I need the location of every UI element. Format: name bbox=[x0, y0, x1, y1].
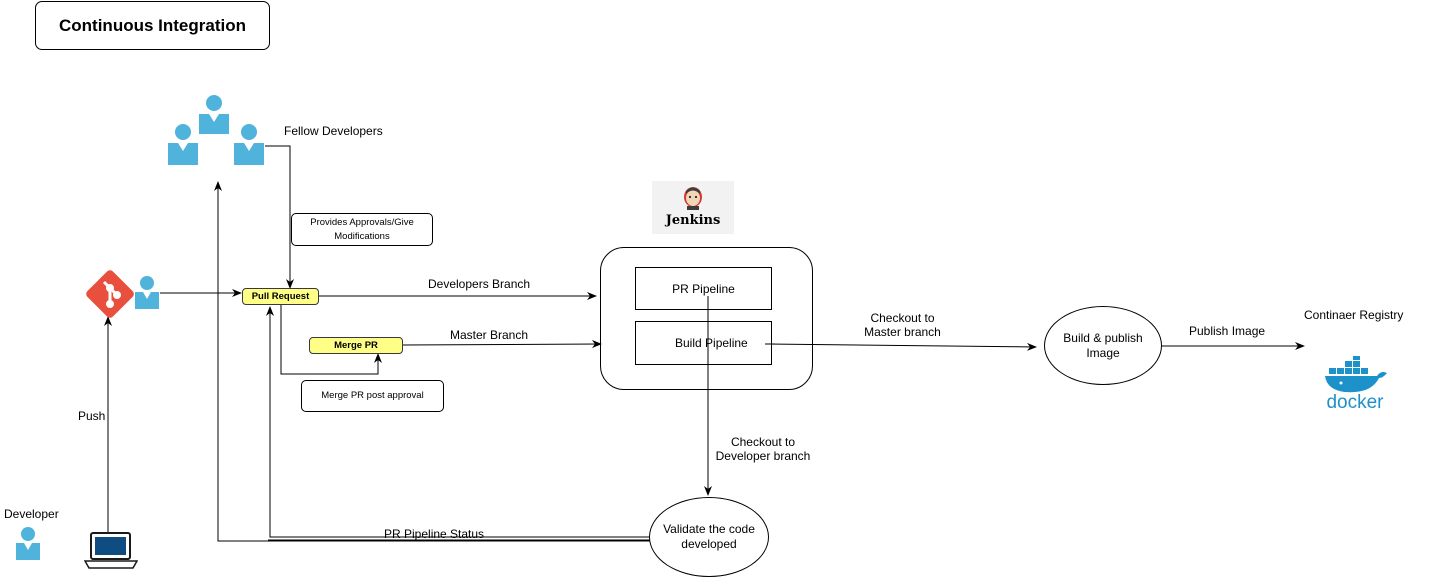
checkout-master-arrow bbox=[766, 342, 1037, 351]
docker-wordmark: docker bbox=[1326, 392, 1384, 413]
validate-code-node[interactable]: Validate the code developed bbox=[649, 497, 769, 577]
validate-code-label: Validate the code developed bbox=[663, 522, 755, 551]
jenkins-logo: Jenkins bbox=[652, 181, 734, 234]
merge-pr-node[interactable]: Merge PR bbox=[309, 337, 403, 354]
jenkins-pipelines-container bbox=[600, 247, 813, 390]
approvals-note-text: Provides Approvals/Give Modifications bbox=[310, 216, 414, 242]
pipeline-connector bbox=[707, 296, 709, 366]
git-user-icon bbox=[135, 276, 159, 309]
jenkins-mascot-icon bbox=[684, 187, 702, 210]
pr-status-arrow bbox=[266, 306, 650, 538]
page-title: Continuous Integration bbox=[35, 1, 270, 50]
publish-image-label: Publish Image bbox=[1189, 324, 1266, 338]
pull-request-node[interactable]: Pull Request bbox=[242, 288, 319, 305]
build-pipeline-label: Build Pipeline bbox=[675, 336, 748, 350]
laptop-icon bbox=[84, 532, 138, 569]
docker-whale-icon bbox=[1325, 356, 1387, 393]
status-to-fellow-arrow bbox=[214, 181, 650, 542]
build-pipeline-node[interactable]: Build Pipeline bbox=[635, 321, 772, 365]
master-branch-arrow bbox=[402, 340, 602, 349]
approvals-note: Provides Approvals/Give Modifications bbox=[291, 213, 433, 246]
build-publish-node[interactable]: Build & publish Image bbox=[1044, 306, 1162, 385]
checkout-developer-label: Checkout to Developer branch bbox=[709, 435, 817, 463]
git-icon bbox=[86, 270, 134, 318]
pr-pipeline-node[interactable]: PR Pipeline bbox=[635, 267, 772, 310]
pr-to-merge-arrow bbox=[280, 304, 382, 375]
fellow-to-pr-arrow bbox=[265, 145, 294, 289]
developers-branch-label: Developers Branch bbox=[428, 277, 531, 291]
fellow-developers-label: Fellow Developers bbox=[284, 124, 383, 138]
build-pipeline-connector bbox=[765, 343, 775, 345]
build-publish-label: Build & publish Image bbox=[1063, 330, 1143, 360]
master-branch-label: Master Branch bbox=[450, 328, 529, 342]
developer-icon bbox=[16, 527, 40, 560]
jenkins-wordmark: Jenkins bbox=[665, 213, 721, 228]
checkout-master-label: Checkout to Master branch bbox=[855, 311, 950, 339]
fellow-developers-icon bbox=[168, 95, 264, 165]
merge-post-approval-note: Merge PR post approval bbox=[301, 380, 444, 412]
developer-label: Developer bbox=[4, 507, 59, 521]
pr-status-label: PR Pipeline Status bbox=[384, 527, 485, 541]
push-label: Push bbox=[78, 409, 106, 423]
registry-label: Continaer Registry bbox=[1304, 308, 1404, 322]
